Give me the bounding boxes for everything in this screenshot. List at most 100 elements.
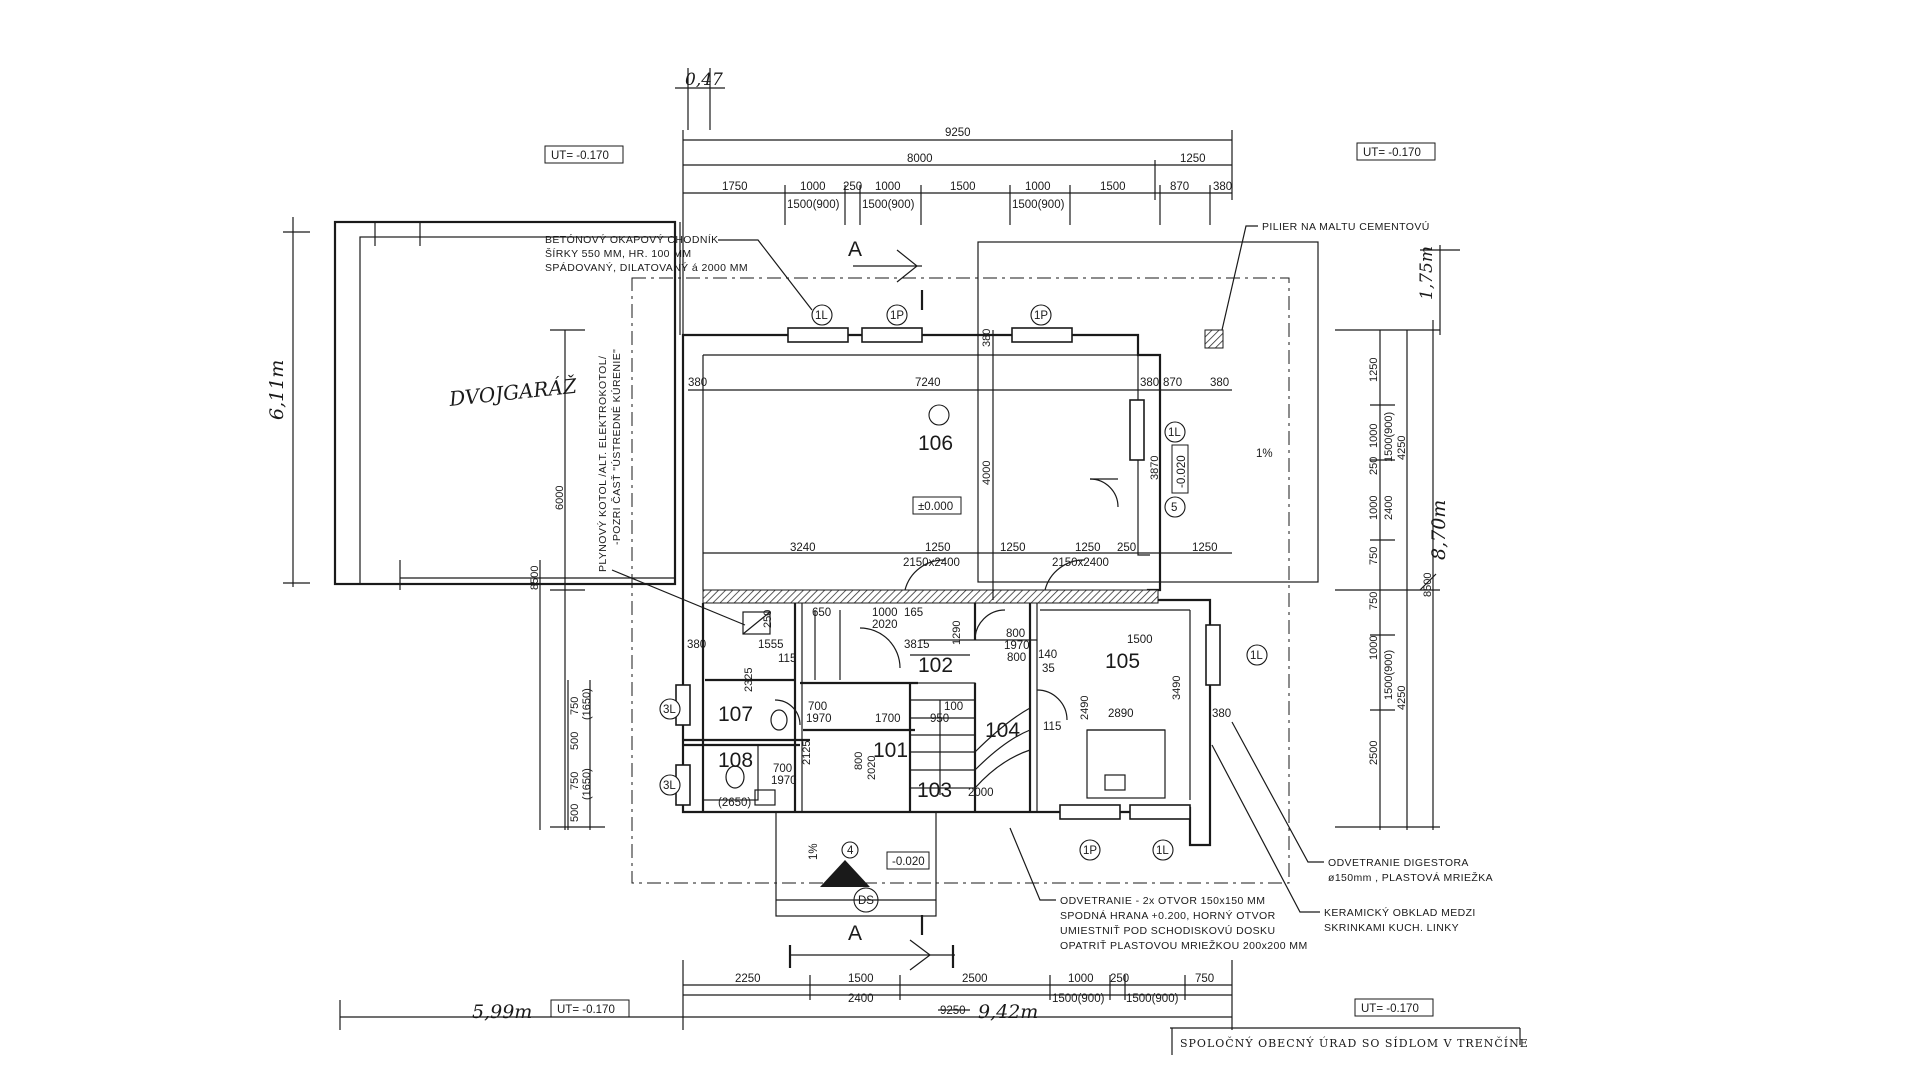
dim-in-3870: 3870 xyxy=(1149,456,1161,480)
section-marker-top xyxy=(853,249,924,310)
room-102: 102 xyxy=(918,654,953,677)
left-dimension-chain xyxy=(539,329,605,830)
dim-r-1500-900b: 1500(900) xyxy=(1383,650,1395,700)
bottom-dimension-chain xyxy=(339,960,1233,1030)
dim-in-1250c: 1250 xyxy=(1075,542,1101,554)
room-107: 107 xyxy=(718,703,753,726)
note-kotol-line-1: PLYNOVÝ KOTOL /ALT. ELEKTROKOTOL/ xyxy=(596,356,609,572)
dim-l-500b: 500 xyxy=(569,804,581,822)
dim-in-2125: 2125 xyxy=(801,741,813,765)
tag-circles xyxy=(659,304,1268,913)
dim-in-2890: 2890 xyxy=(1108,708,1134,720)
building-walls xyxy=(675,327,1224,917)
ut-level-top-left: UT= -0.170 xyxy=(551,150,609,162)
dim-in-2020: 2020 xyxy=(872,619,898,631)
dim-1500a: 1500 xyxy=(950,181,976,193)
dim-b-2500: 2500 xyxy=(962,973,988,985)
dim-in-250b: 250 xyxy=(762,610,774,628)
dim-in-165: 165 xyxy=(904,607,923,619)
dim-in-2000: 2000 xyxy=(968,787,994,799)
section-marker-bottom xyxy=(788,915,955,971)
note-gutter-line-3: SPÁDOVANÝ, DILATOVANÝ á 2000 MM xyxy=(545,261,748,274)
note-vent-line-3: UMIESTNIŤ POD SCHODISKOVÚ DOSKU xyxy=(1060,924,1275,937)
dim-in-250: 250 xyxy=(1117,542,1136,554)
dim-in-870: 870 xyxy=(1163,377,1182,389)
dim-in-opening-2: 2150x2400 xyxy=(1052,557,1109,569)
tag-1P-c: 1P xyxy=(1083,845,1097,857)
dim-in-2650: (2650) xyxy=(718,797,751,809)
tag-3L-a: 3L xyxy=(663,704,676,716)
dim-l-6000: 6000 xyxy=(554,486,566,510)
dim-l-500a: 500 xyxy=(569,732,581,750)
dim-in-380b: 380 xyxy=(1140,377,1159,389)
tag-4: 4 xyxy=(847,845,854,857)
dim-250: 250 xyxy=(843,181,862,193)
dim-in-3490: 3490 xyxy=(1171,676,1183,700)
slope-a: 1% xyxy=(1256,448,1273,460)
hand-dim-942: 9,42m xyxy=(978,1001,1038,1023)
dim-in-380d: 380 xyxy=(687,639,706,651)
dim-in-35: 35 xyxy=(1042,663,1055,675)
note-vent-line-1: ODVETRANIE - 2x OTVOR 150x150 MM xyxy=(1060,895,1265,907)
dim-1750: 1750 xyxy=(722,181,748,193)
dim-l-1650b: (1650) xyxy=(581,768,593,800)
dim-in-380a: 380 xyxy=(688,377,707,389)
dim-l-1650a: (1650) xyxy=(581,688,593,720)
tag-1L-c: 1L xyxy=(1250,650,1263,662)
dim-1000b: 1000 xyxy=(875,181,901,193)
ut-level-bottom-left: UT= -0.170 xyxy=(557,1004,615,1016)
dim-r-4250a: 4250 xyxy=(1396,436,1408,460)
dim-l-750b: 750 xyxy=(569,772,581,790)
dim-870: 870 xyxy=(1170,181,1189,193)
note-kotol: PLYNOVÝ KOTOL /ALT. ELEKTROKOTOL/ -POZRI… xyxy=(596,349,746,626)
tag-DS: DS xyxy=(858,895,874,907)
dim-l-8500: 8500 xyxy=(529,566,541,590)
tag-1P-a: 1P xyxy=(890,310,904,322)
dim-r-1000c: 1000 xyxy=(1368,636,1380,660)
dim-in-1000: 1000 xyxy=(872,607,898,619)
dim-b-2400: 2400 xyxy=(848,993,874,1005)
dim-in-700b: 700 xyxy=(773,763,792,775)
dim-in-115b: 115 xyxy=(1043,721,1061,733)
garage-outline xyxy=(333,220,681,590)
gutter-outline xyxy=(631,277,1290,884)
dim-r-1250: 1250 xyxy=(1368,358,1380,382)
dim-in-3240: 3240 xyxy=(790,542,816,554)
dim-in-1250a: 1250 xyxy=(925,542,951,554)
dim-in-800: 800 xyxy=(1006,628,1025,640)
dim-r-1000a: 1000 xyxy=(1368,424,1380,448)
dim-in-1250d: 1250 xyxy=(1192,542,1218,554)
dim-r-1000b: 1000 xyxy=(1368,496,1380,520)
dim-380: 380 xyxy=(1213,181,1232,193)
dim-in-opening-1: 2150x2400 xyxy=(903,557,960,569)
dim-in-700: 700 xyxy=(808,701,827,713)
dim-r-1500-900a: 1500(900) xyxy=(1383,412,1395,462)
dim-in-380v: 380 xyxy=(981,329,993,347)
dim-in-2325: 2325 xyxy=(743,668,755,692)
note-digestor-line-2: ø150mm , PLASTOVÁ MRIEŽKA xyxy=(1328,871,1493,884)
top-dimension-chain xyxy=(682,130,1233,340)
office-stamp: SPOLOČNÝ OBECNÝ ÚRAD SO SÍDLOM V TRENČÍN… xyxy=(1170,1027,1528,1055)
dim-b-2250: 2250 xyxy=(735,973,761,985)
dim-in-800c: 800 xyxy=(1007,652,1026,664)
dim-win-2: 1500(900) xyxy=(862,199,915,211)
dim-in-1970b: 1970 xyxy=(806,713,832,725)
note-pilier: PILIER NA MALTU CEMENTOVÚ xyxy=(1221,220,1429,331)
hand-dim-870: 8,70m xyxy=(1428,500,1450,560)
section-label-a-top: A xyxy=(848,238,862,261)
dim-in-3815: 3815 xyxy=(904,639,930,651)
dim-b-1500-900b: 1500(900) xyxy=(1126,993,1179,1005)
ut-level-top-right: UT= -0.170 xyxy=(1363,147,1421,159)
note-gutter: BETÓNOVÝ OKAPOVÝ CHODNÍK ŠÍRKY 550 MM, H… xyxy=(545,233,813,311)
dim-in-950: 950 xyxy=(930,713,949,725)
note-gutter-line-1: BETÓNOVÝ OKAPOVÝ CHODNÍK xyxy=(545,233,719,246)
note-kotol-line-2: -POZRI ČASŤ "ÚSTREDNÉ KÚRENIE" xyxy=(610,349,623,545)
tag-1L-d: 1L xyxy=(1156,845,1169,857)
hand-dim-599: 5,99m xyxy=(472,1001,532,1023)
dim-in-100: 100 xyxy=(944,701,963,713)
right-dimension-chain xyxy=(1335,320,1440,830)
room-101: 101 xyxy=(873,739,908,762)
dim-r-2500: 2500 xyxy=(1368,741,1380,765)
dim-in-2490: 2490 xyxy=(1079,696,1091,720)
